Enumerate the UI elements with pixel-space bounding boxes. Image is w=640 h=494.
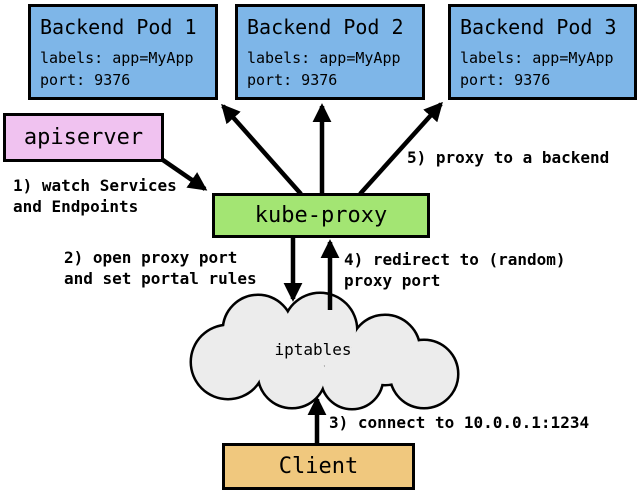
apiserver-box: apiserver bbox=[3, 113, 164, 162]
kube-proxy-box: kube-proxy bbox=[212, 193, 430, 238]
annotation-line: and set portal rules bbox=[64, 269, 257, 288]
arrow-kube-proxy-to-pod3 bbox=[358, 101, 443, 196]
apiserver-label: apiserver bbox=[23, 125, 144, 150]
backend-pod-1-box: Backend Pod 1 labels: app=MyApp port: 93… bbox=[28, 4, 218, 100]
pod-title: Backend Pod 3 bbox=[460, 15, 617, 39]
annotation-line: 2) open proxy port bbox=[64, 248, 238, 267]
pod-title: Backend Pod 1 bbox=[40, 15, 197, 39]
annotation-line: and Endpoints bbox=[13, 197, 139, 216]
pod-port: port: 9376 bbox=[460, 71, 551, 89]
client-box: Client bbox=[222, 443, 415, 490]
annotation-step-3: 3) connect to 10.0.0.1:1234 bbox=[329, 412, 589, 433]
annotation-step-2: 2) open proxy port and set portal rules bbox=[64, 247, 257, 289]
pod-port: port: 9376 bbox=[247, 71, 338, 89]
pod-labels: labels: app=MyApp bbox=[247, 49, 401, 67]
backend-pod-3-box: Backend Pod 3 labels: app=MyApp port: 93… bbox=[448, 4, 637, 100]
annotation-step-1: 1) watch Services and Endpoints bbox=[13, 175, 177, 217]
pod-title: Backend Pod 2 bbox=[247, 15, 404, 39]
annotation-line: 5) proxy to a backend bbox=[407, 148, 610, 167]
annotation-line: 1) watch Services bbox=[13, 176, 177, 195]
pod-port: port: 9376 bbox=[40, 71, 131, 89]
annotation-step-5: 5) proxy to a backend bbox=[407, 147, 609, 168]
pod-labels: labels: app=MyApp bbox=[460, 49, 614, 67]
annotation-line: 3) connect to 10.0.0.1:1234 bbox=[329, 413, 590, 432]
iptables-cloud-label: iptables bbox=[274, 340, 352, 359]
arrow-apiserver-to-kube-proxy bbox=[158, 156, 208, 191]
annotation-step-4: 4) redirect to (random) proxy port bbox=[344, 249, 566, 291]
arrow-kube-proxy-to-pod1 bbox=[221, 103, 303, 196]
annotation-line: proxy port bbox=[344, 271, 441, 290]
pod-labels: labels: app=MyApp bbox=[40, 49, 194, 67]
annotation-line: 4) redirect to (random) bbox=[344, 250, 566, 269]
client-label: Client bbox=[278, 454, 359, 479]
backend-pod-2-box: Backend Pod 2 labels: app=MyApp port: 93… bbox=[235, 4, 425, 100]
kube-proxy-label: kube-proxy bbox=[254, 203, 388, 228]
